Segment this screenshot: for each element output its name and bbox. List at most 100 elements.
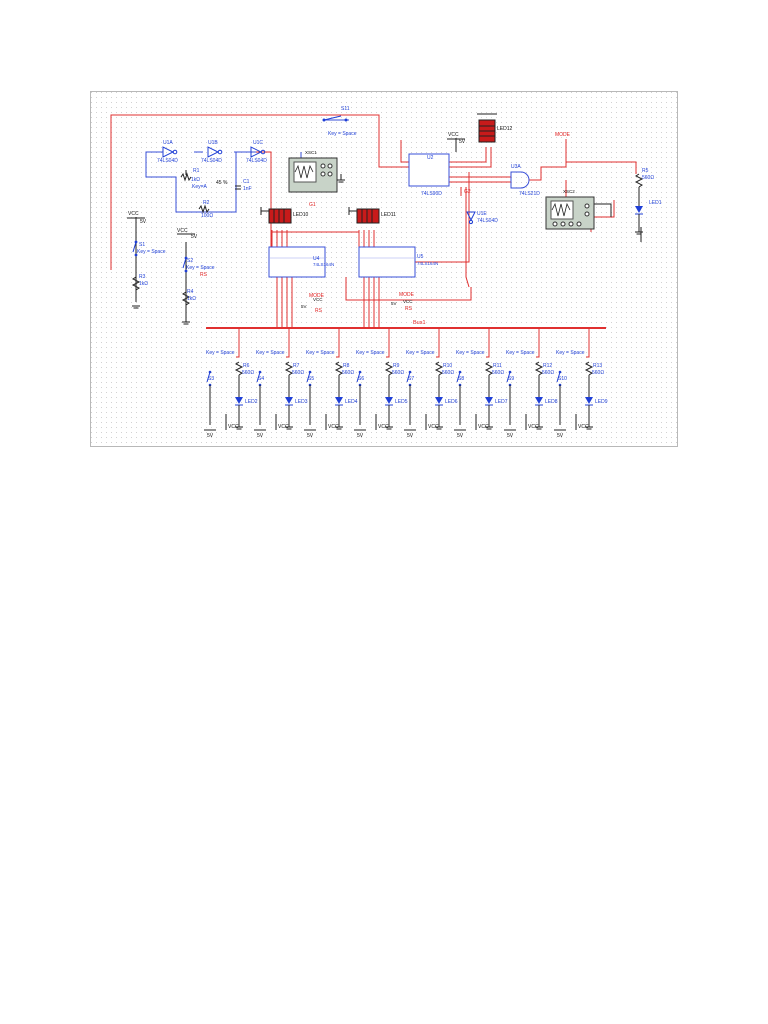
led-led9[interactable] xyxy=(585,397,593,404)
r4-value: 1kΩ xyxy=(187,296,196,302)
resistor-label: R8 xyxy=(343,363,350,369)
resistor-label: R7 xyxy=(293,363,300,369)
v5-label: 5V xyxy=(457,433,464,439)
inverter-u1c[interactable] xyxy=(250,146,266,158)
vcc-main-label: VCC xyxy=(128,211,139,217)
switch-key-label: Key = Space xyxy=(556,350,585,356)
led-label: LED9 xyxy=(595,399,608,405)
v5-u2-label: 5V xyxy=(459,139,466,145)
led-label: LED8 xyxy=(545,399,558,405)
led12-label: LED12 xyxy=(497,126,513,132)
v5-label: 5V xyxy=(507,433,514,439)
v5-label: 5V xyxy=(407,433,414,439)
vcc-u5-label: VCC xyxy=(403,299,413,304)
inverter-u1e[interactable] xyxy=(466,211,476,225)
resistor-label: R9 xyxy=(393,363,400,369)
capacitor-c1[interactable] xyxy=(235,185,241,190)
oscilloscope-xsc2[interactable] xyxy=(545,196,595,230)
led-led7[interactable] xyxy=(485,397,493,404)
switch-s5[interactable] xyxy=(306,370,312,387)
resistor-r5[interactable] xyxy=(634,173,644,188)
led-label: LED4 xyxy=(345,399,358,405)
bus1-label: Bus1 xyxy=(413,320,426,326)
resistor-r9[interactable] xyxy=(384,361,394,376)
inverter-u1b[interactable] xyxy=(207,146,223,158)
switch-s8[interactable] xyxy=(456,370,462,387)
rs-left-label: RS xyxy=(200,272,208,278)
led-led2[interactable] xyxy=(235,397,243,404)
v5-u5-label: 5V xyxy=(391,301,397,306)
r5-label: R5 xyxy=(642,168,649,174)
s11-switch[interactable] xyxy=(322,115,348,122)
xsc1-label: XSC1 xyxy=(305,150,317,155)
switch-label: S6 xyxy=(358,376,364,382)
ic-u4[interactable] xyxy=(268,246,326,278)
r5-value: 560Ω xyxy=(642,175,654,181)
switch-key-label: Key = Space xyxy=(506,350,535,356)
g2-label: G2 xyxy=(464,189,471,195)
switch-key-label: Key = Space xyxy=(206,350,235,356)
resistor-r4[interactable] xyxy=(181,291,191,306)
switch-s1[interactable] xyxy=(132,240,138,257)
led-led4[interactable] xyxy=(335,397,343,404)
switch-s9[interactable] xyxy=(506,370,512,387)
led-bargraph-led10[interactable] xyxy=(260,207,292,224)
potentiometer-r1[interactable] xyxy=(180,170,192,182)
rs-u4-label: RS xyxy=(315,308,323,314)
ground-r3 xyxy=(132,305,140,309)
vcc-s2-label: VCC xyxy=(177,228,188,234)
mode-top-label: MODE xyxy=(555,132,571,138)
oscilloscope-xsc1[interactable] xyxy=(288,157,338,193)
resistor-r10[interactable] xyxy=(434,361,444,376)
g1-label: G1 xyxy=(309,202,316,208)
resistor-r2[interactable] xyxy=(198,204,210,214)
led10-label: LED10 xyxy=(293,212,309,218)
resistor-r11[interactable] xyxy=(484,361,494,376)
s2-key: Key = Space xyxy=(186,265,215,271)
resistor-label: R13 xyxy=(593,363,602,369)
schematic-canvas: S11 Key = Space U1A 74LS04D U1B 74LS04D … xyxy=(91,92,677,446)
resistor-value: 560Ω xyxy=(592,370,604,376)
ground-r4 xyxy=(182,321,190,325)
ground-xsc1 xyxy=(337,174,345,183)
led-bargraph-led12[interactable] xyxy=(477,113,497,143)
r2-label: R2 xyxy=(203,200,210,206)
led11-label: LED11 xyxy=(381,212,396,218)
led-led6[interactable] xyxy=(435,397,443,404)
led-bargraph-led11[interactable] xyxy=(348,207,380,224)
resistor-r8[interactable] xyxy=(334,361,344,376)
inverter-u1a[interactable] xyxy=(162,146,178,158)
resistor-label: R11 xyxy=(493,363,502,369)
switch-s3[interactable] xyxy=(206,370,212,387)
vcc-label: VCC xyxy=(378,424,389,430)
switch-label: S10 xyxy=(558,376,567,382)
xsc2-label: XSC2 xyxy=(563,189,575,194)
resistor-r6[interactable] xyxy=(234,361,244,376)
switch-s2[interactable] xyxy=(182,256,188,273)
switch-label: S4 xyxy=(258,376,264,382)
switch-key-label: Key = Space xyxy=(306,350,335,356)
ic-u5[interactable] xyxy=(358,246,416,278)
r4-label: R4 xyxy=(187,289,194,295)
s1-label: S1 xyxy=(139,242,145,248)
v5-label: 5V xyxy=(357,433,364,439)
and-gate-u3a[interactable] xyxy=(510,171,530,189)
led-label: LED3 xyxy=(295,399,308,405)
led-led8[interactable] xyxy=(535,397,543,404)
resistor-r12[interactable] xyxy=(534,361,544,376)
led-led3[interactable] xyxy=(285,397,293,404)
led-led5[interactable] xyxy=(385,397,393,404)
ic-u2[interactable] xyxy=(408,153,450,187)
led-label: LED6 xyxy=(445,399,458,405)
resistor-label: R10 xyxy=(443,363,452,369)
vcc-label: VCC xyxy=(328,424,339,430)
led-label: LED7 xyxy=(495,399,508,405)
wire-clock-u4 xyxy=(256,151,272,247)
resistor-r13[interactable] xyxy=(584,361,594,376)
resistor-value: 560Ω xyxy=(492,370,504,376)
resistor-r7[interactable] xyxy=(284,361,294,376)
vcc-label: VCC xyxy=(228,424,239,430)
s1-key: Key = Space xyxy=(137,249,166,255)
resistor-r3[interactable] xyxy=(131,276,141,291)
